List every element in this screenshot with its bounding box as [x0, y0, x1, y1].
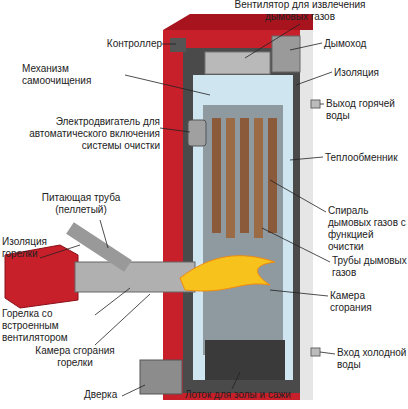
callout-label: Вход холодной воды [337, 347, 407, 371]
flue-tube [254, 118, 263, 238]
flue-tube [240, 118, 249, 233]
callout-label: Камера сгорания [330, 290, 405, 314]
callout-label: Вентилятор для извлечения дымовых газов [220, 0, 380, 23]
exhaust-fan [205, 52, 270, 74]
feed-pipe [70, 228, 128, 266]
callout-label: Спираль дымовых газов с функцией очистки [328, 205, 408, 253]
callout-label: Контроллер [100, 38, 162, 50]
callout-label: Лоток для золы и сажи [185, 389, 305, 401]
callout-label: Механизм самоочищения [22, 63, 127, 87]
water-jacket [193, 75, 293, 380]
hot-water-port [311, 100, 320, 108]
callout-label: Трубы дымовых газов [332, 255, 407, 279]
flue-tube [212, 118, 221, 233]
controller-box [170, 38, 186, 52]
burner-tube [75, 262, 195, 292]
boiler-body [163, 30, 313, 400]
callout-label: Дымоход [324, 38, 404, 50]
motor [188, 120, 206, 146]
flame [180, 256, 275, 291]
ash-tray [205, 340, 285, 380]
callout-label: Горелка со встроенным вентилятором [2, 308, 102, 344]
callout-label: Электродвигатель для автоматического вкл… [10, 116, 160, 152]
callout-label: Дверка [84, 389, 124, 401]
callout-label: Камера сгорания горелки [30, 345, 120, 369]
insulation [183, 48, 300, 393]
firebox [203, 105, 283, 355]
callout-label: Питающая труба (пеллетый) [40, 192, 122, 216]
chimney [272, 36, 300, 72]
flue-tube [226, 118, 235, 238]
flue-tube [268, 118, 277, 233]
door [140, 360, 182, 394]
callout-label: Теплообменник [325, 152, 407, 164]
callout-label: Выход горячей воды [326, 98, 406, 122]
callout-label: Изоляция горелки [2, 236, 82, 260]
cold-water-port [311, 348, 320, 356]
callout-label: Изоляция [334, 67, 406, 79]
boiler-side-wall [300, 30, 313, 400]
